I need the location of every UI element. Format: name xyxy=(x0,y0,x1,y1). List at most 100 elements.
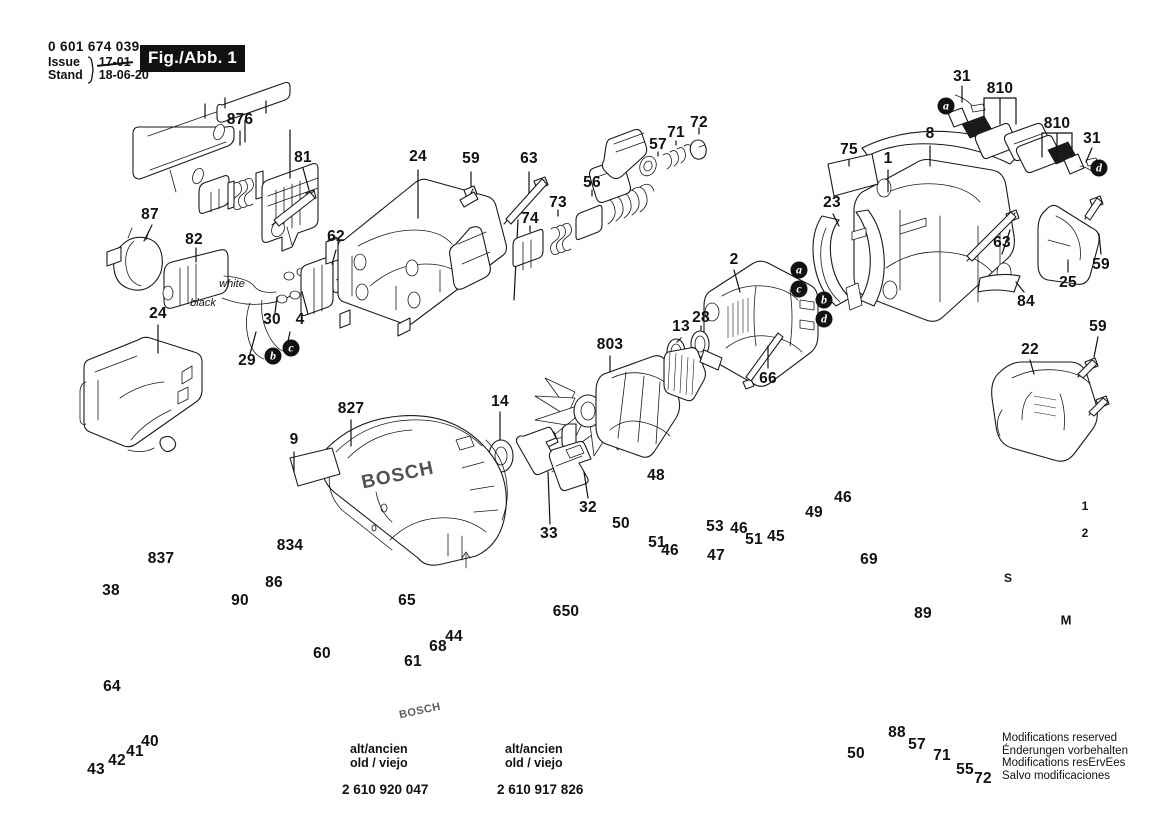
footer-note-line: Énderungen vorbehalten xyxy=(1002,744,1128,757)
callout-number-28: 28 xyxy=(692,309,710,326)
callout-number-84: 84 xyxy=(1017,293,1035,310)
letter-callout-d: d xyxy=(1090,159,1108,177)
issue-stand-labels: Issue Stand xyxy=(48,56,83,82)
alt-part-label-line2: old / viejo xyxy=(505,756,563,770)
callout-number-48: 48 xyxy=(647,467,665,484)
part-group-4-switch xyxy=(300,236,367,317)
callout-number-74: 74 xyxy=(521,210,539,227)
callout-number-89: 89 xyxy=(914,605,932,622)
callout-number-51: 51 xyxy=(745,531,763,548)
callout-number-38: 38 xyxy=(102,582,120,599)
bosch-logo-alt-guard: BOSCH xyxy=(398,700,442,722)
letter-callout-c: c xyxy=(790,280,808,298)
callout-number-50: 50 xyxy=(847,745,865,762)
callout-number-57: 57 xyxy=(649,136,667,153)
callout-number-82: 82 xyxy=(185,231,203,248)
wire-label-white: white xyxy=(219,278,245,290)
letter-callout-b: b xyxy=(815,291,833,309)
callout-number-40: 40 xyxy=(141,733,159,750)
callout-number-69: 69 xyxy=(860,551,878,568)
callout-number-64: 64 xyxy=(103,678,121,695)
callout-number-59: 59 xyxy=(462,150,480,167)
callout-number-46: 46 xyxy=(834,489,852,506)
callout-number-45: 45 xyxy=(767,528,785,545)
bosch-logo-guard: BOSCH xyxy=(359,457,437,494)
callout-number-876: 876 xyxy=(226,111,254,128)
issue-stand-values: 17-01 18-06-20 xyxy=(99,56,149,82)
letter-callout-a: a xyxy=(937,97,955,115)
callout-number-46: 46 xyxy=(661,542,679,559)
callout-number-22: 22 xyxy=(1021,341,1039,358)
issue-value: 17-01 xyxy=(98,55,131,69)
callout-number-14: 14 xyxy=(491,393,509,410)
callout-number-9: 9 xyxy=(289,431,299,448)
callout-number-810: 810 xyxy=(1043,115,1071,132)
part-group-22-cover xyxy=(991,357,1110,462)
alt-part-number: 2 610 920 047 xyxy=(342,782,429,797)
callout-number-63: 63 xyxy=(993,234,1011,251)
letter-callout-b: b xyxy=(264,347,282,365)
part-group-87-clamp xyxy=(106,227,163,291)
callout-number-51: 51 xyxy=(648,534,666,551)
wire-label-black: black xyxy=(190,297,216,309)
letter-callout-a: a xyxy=(790,261,808,279)
stand-value: 18-06-20 xyxy=(98,68,149,82)
part-group-803-armature xyxy=(533,346,723,458)
callout-number-88: 88 xyxy=(888,724,906,741)
callout-number-63: 63 xyxy=(520,150,538,167)
callout-number-4: 4 xyxy=(295,311,305,328)
callout-number-68: 68 xyxy=(429,638,447,655)
callout-number-62: 62 xyxy=(327,228,345,245)
callout-number-31: 31 xyxy=(953,68,971,85)
alt-part-number: 2 610 917 826 xyxy=(497,782,584,797)
callout-number-81: 81 xyxy=(294,149,312,166)
callout-number-810: 810 xyxy=(986,80,1014,97)
callout-number-87: 87 xyxy=(141,206,159,223)
callout-number-1: 1 xyxy=(883,150,893,167)
alt-part-label-line1: alt/ancien xyxy=(505,742,563,756)
footer-note-line: Modifications resErvEes xyxy=(1002,757,1126,770)
callout-number-49: 49 xyxy=(805,504,823,521)
part-group-24-handle-housing xyxy=(79,336,203,453)
callout-number-73: 73 xyxy=(549,194,567,211)
callout-number-834: 834 xyxy=(276,537,304,554)
callout-number-2: 2 xyxy=(729,251,739,268)
part-group-827-guard xyxy=(289,415,508,569)
callout-number-827: 827 xyxy=(337,400,365,417)
part-group-motor-housing xyxy=(812,130,1104,322)
callout-number-25: 25 xyxy=(1059,274,1077,291)
callout-number-13: 13 xyxy=(672,318,690,335)
circuit-terminal-1-label: 1 xyxy=(1081,499,1089,513)
callout-number-47: 47 xyxy=(707,547,725,564)
callout-number-57: 57 xyxy=(908,736,926,753)
circuit-motor-label: M xyxy=(1060,612,1072,628)
circuit-supply-label: S xyxy=(1003,571,1013,585)
alt-part-label-line1: alt/ancien xyxy=(350,742,408,756)
order-number: 0 601 674 039 xyxy=(48,39,140,54)
callout-number-72: 72 xyxy=(690,114,708,131)
callout-number-90: 90 xyxy=(231,592,249,609)
sheet-header: 0 601 674 039 Issue Stand 17-01 18-06-20 xyxy=(48,40,308,102)
issue-label: Issue xyxy=(48,55,80,69)
callout-number-31: 31 xyxy=(1083,130,1101,147)
part-group-14-32-33 xyxy=(488,426,592,492)
footer-note-line: Salvo modificaciones xyxy=(1002,769,1111,782)
brace-icon xyxy=(87,56,94,84)
leaders-top-left xyxy=(204,97,310,191)
callout-number-59: 59 xyxy=(1092,256,1110,273)
callout-number-33: 33 xyxy=(540,525,558,542)
callout-number-24: 24 xyxy=(149,305,167,322)
callout-number-60: 60 xyxy=(313,645,331,662)
callout-number-53: 53 xyxy=(706,518,724,535)
callout-number-43: 43 xyxy=(87,761,105,778)
callout-number-61: 61 xyxy=(404,653,422,670)
callout-number-56: 56 xyxy=(583,174,601,191)
callout-number-66: 66 xyxy=(759,370,777,387)
callout-number-41: 41 xyxy=(126,743,144,760)
part-group-810-31-brushes xyxy=(947,94,1099,175)
